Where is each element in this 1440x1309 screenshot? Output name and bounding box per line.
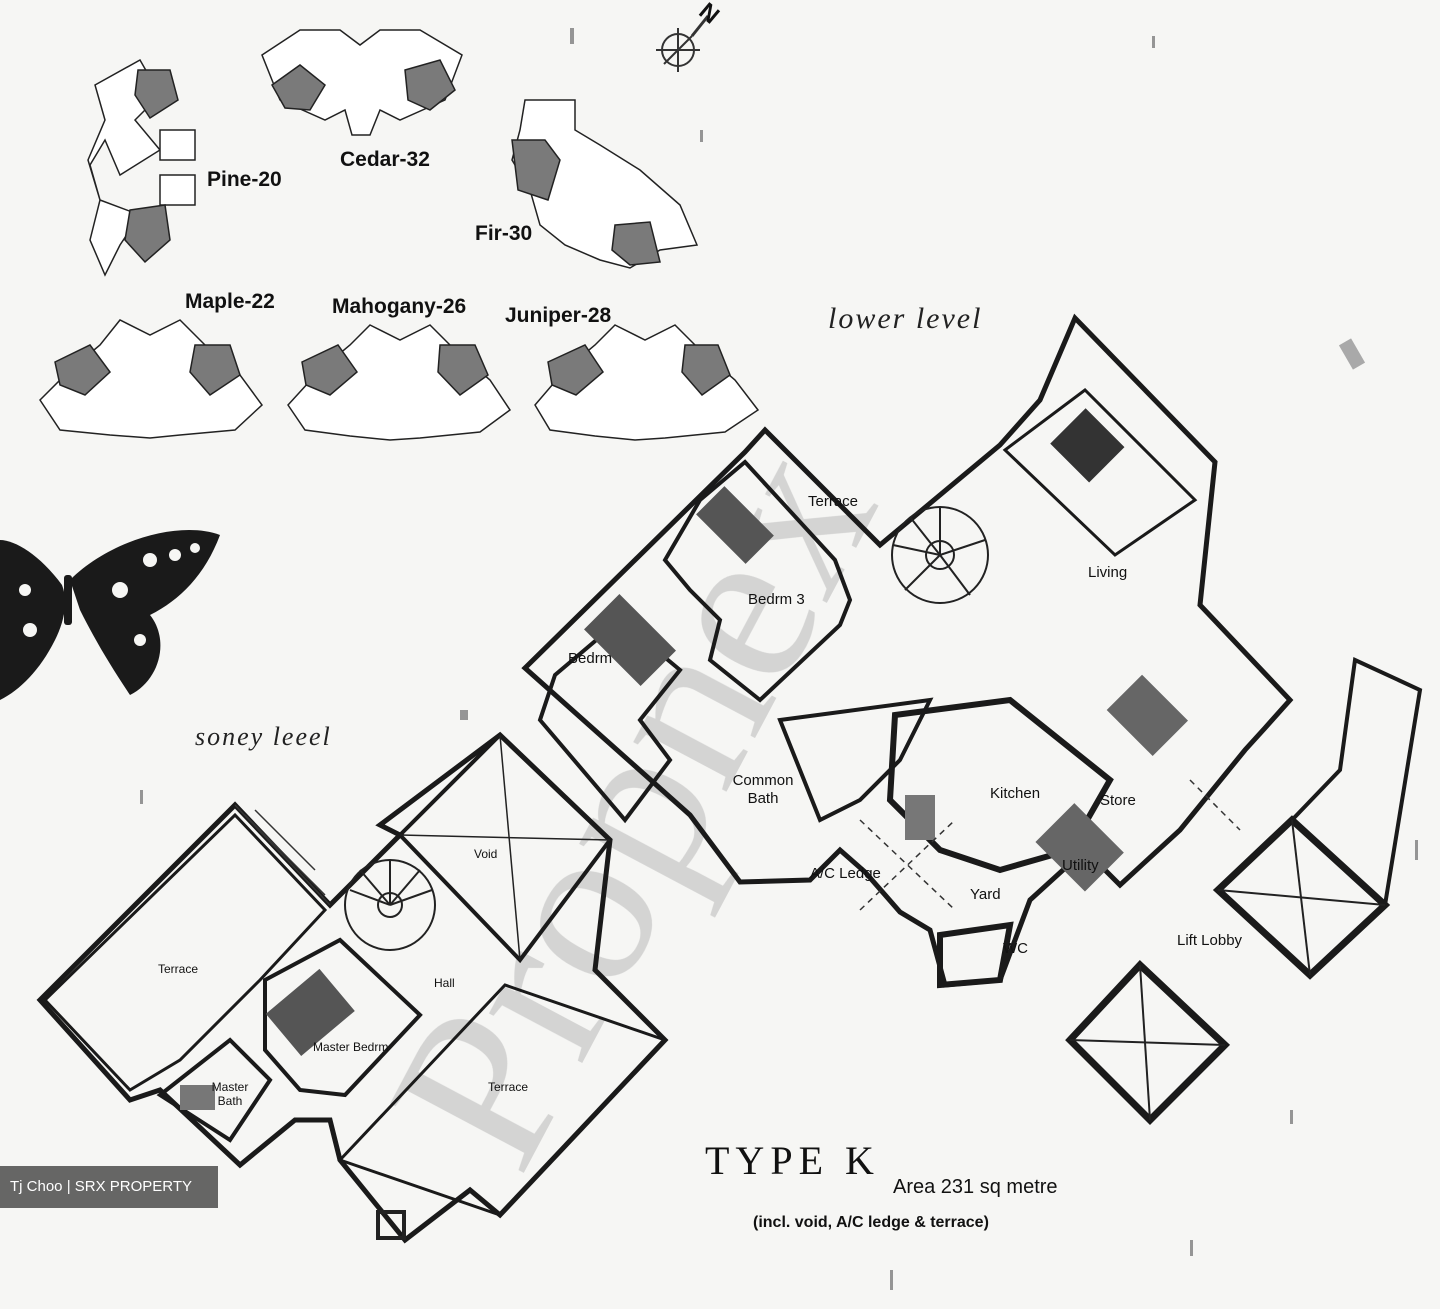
- key-plan-maple: [39, 319, 264, 439]
- lower-furniture: [584, 408, 1189, 892]
- key-plan-pine: [87, 58, 196, 277]
- room-yard: Yard: [970, 886, 1001, 903]
- key-plan-label-maple: Maple-22: [185, 290, 275, 313]
- key-plan-label-pine: Pine-20: [207, 168, 282, 191]
- room-terrace-left: Terrace: [158, 962, 199, 976]
- room-living: Living: [1088, 564, 1128, 581]
- key-plan-cedar: [261, 29, 463, 136]
- key-plan-label-mahogany: Mahogany-26: [332, 295, 467, 318]
- unit-type-title: TYPE K: [705, 1138, 880, 1183]
- room-bedroom-3: Bedrm 3: [748, 591, 805, 608]
- paper-specks: [140, 28, 1418, 1290]
- unit-area: Area 231 sq metre: [893, 1176, 1058, 1198]
- upper-furniture: [180, 968, 406, 1240]
- unit-area-note: (incl. void, A/C ledge & terrace): [753, 1214, 989, 1231]
- key-plan-mahogany: [287, 324, 512, 441]
- room-wc: WC: [1003, 940, 1028, 957]
- room-lift-lobby: Lift Lobby: [1177, 932, 1243, 949]
- room-ac-ledge: A/C Ledge: [810, 865, 881, 882]
- ac-ledge-dashes: [859, 779, 1241, 911]
- key-plan-label-juniper: Juniper-28: [505, 304, 612, 327]
- butterfly-icon: [0, 530, 220, 700]
- key-plan-fir: [511, 99, 699, 269]
- watermark-propnex: Propnex: [339, 407, 924, 1204]
- room-kitchen: Kitchen: [990, 785, 1041, 802]
- room-store: Store: [1100, 792, 1136, 809]
- key-plan-juniper: [534, 324, 760, 441]
- room-master-bedroom: Master Bedrm: [313, 1040, 389, 1054]
- lift-shaft-crosses: [1069, 819, 1386, 1121]
- lower-level-label: lower level: [828, 302, 983, 335]
- room-master-bath: Master Bath: [211, 1080, 249, 1108]
- compass-icon: [656, 15, 710, 72]
- room-hall: Hall: [434, 976, 455, 990]
- room-common-bath: Common Bath: [732, 772, 794, 807]
- upper-level-label: soney leeel: [195, 722, 332, 751]
- room-terrace-top: Terrace: [808, 493, 859, 510]
- photo-credit-badge: Tj Choo | SRX PROPERTY: [0, 1166, 218, 1208]
- spiral-stair-lower: [891, 506, 989, 604]
- room-void: Void: [474, 847, 498, 861]
- room-bedroom-2: Bedrm: [568, 650, 613, 667]
- upper-void-cross: [399, 734, 611, 961]
- spiral-stair-upper: [344, 859, 436, 951]
- room-terrace-bottom: Terrace: [488, 1080, 529, 1094]
- room-utility: Utility: [1062, 857, 1099, 874]
- upper-terrace-railing: [234, 804, 331, 906]
- key-plan-label-fir: Fir-30: [475, 222, 533, 245]
- key-plan-label-cedar: Cedar-32: [340, 148, 430, 171]
